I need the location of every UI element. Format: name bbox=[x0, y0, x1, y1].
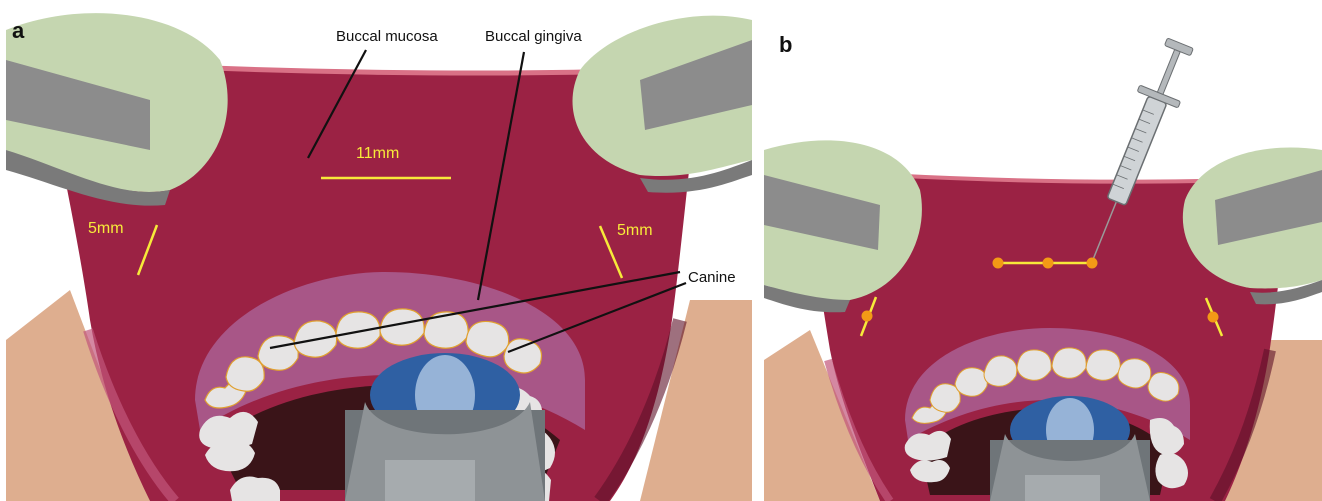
label-canine: Canine bbox=[688, 269, 736, 286]
injection-point bbox=[1087, 258, 1098, 269]
label-buccal-mucosa: Buccal mucosa bbox=[336, 28, 438, 45]
measure-label-right: 5mm bbox=[617, 222, 653, 239]
panel-a: 11mm 5mm 5mm Buccal mucosa Buccal gingiv… bbox=[6, 13, 752, 501]
injection-point bbox=[1208, 312, 1219, 323]
injection-point bbox=[1043, 258, 1054, 269]
measure-label-left: 5mm bbox=[88, 220, 124, 237]
panel-letter-b: b bbox=[779, 32, 792, 57]
measure-label-top: 11mm bbox=[356, 145, 399, 162]
injection-point bbox=[993, 258, 1004, 269]
panel-b: b bbox=[764, 32, 1322, 501]
injection-point bbox=[862, 311, 873, 322]
label-buccal-gingiva: Buccal gingiva bbox=[485, 28, 582, 45]
panel-letter-a: a bbox=[12, 18, 25, 43]
